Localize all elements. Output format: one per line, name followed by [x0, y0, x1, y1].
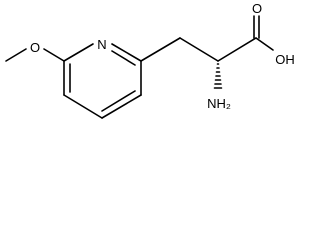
amino-group-label: NH₂: [207, 96, 231, 111]
ring-nitrogen-label: N: [97, 37, 106, 52]
methoxy-o-ring-bond: [43, 48, 65, 62]
structure-svg: O N O OH NH₂: [5, 1, 295, 119]
molecule-diagram: O N O OH NH₂: [5, 1, 295, 119]
alpha-to-carboxyl-bond: [217, 37, 257, 62]
ring-double-n-c2: [111, 50, 136, 66]
methoxy-oxygen-label: O: [30, 40, 40, 55]
ch2-to-alpha-bond: [179, 37, 219, 62]
ring-bond-c3-c4: [101, 94, 142, 119]
ring-bond-c4-c5: [63, 94, 103, 119]
hydroxyl-label: OH: [275, 52, 295, 67]
ring-double-c3-c4: [101, 90, 136, 112]
methyl-bond: [5, 48, 27, 62]
carbonyl-oxygen-label: O: [252, 1, 262, 16]
hashed-wedge-bond: [213, 63, 223, 89]
ring-to-ch2-bond: [140, 37, 181, 62]
carboxyl-oh-bond: [255, 37, 274, 51]
ring-bond-n-c2: [111, 43, 142, 62]
ring-bond-c6-n: [63, 43, 94, 62]
